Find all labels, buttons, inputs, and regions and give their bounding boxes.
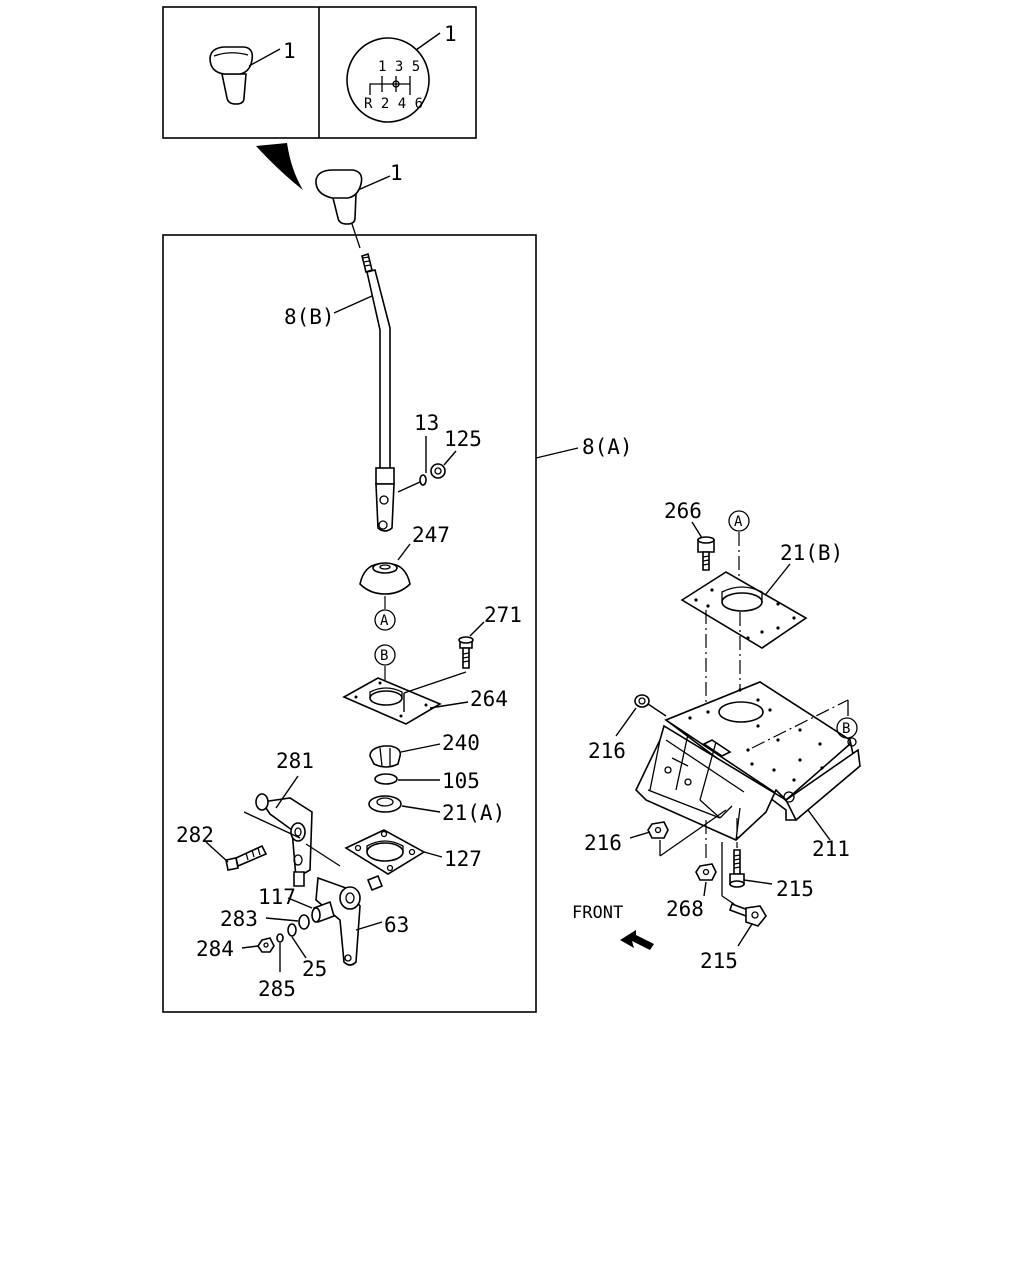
reference-a-upper xyxy=(728,510,750,532)
shift-pattern-top-row: 1 3 5 xyxy=(378,59,420,75)
washer-25-callout: 25 xyxy=(302,957,327,981)
ring-105 xyxy=(374,773,398,785)
bolt-282-callout: 282 xyxy=(176,823,214,847)
bolt-215-lower-callout: 215 xyxy=(700,949,738,973)
reference-b-lower xyxy=(374,644,396,666)
ring-105-callout: 105 xyxy=(442,769,480,793)
nut-284-callout: 284 xyxy=(196,937,234,961)
lever-281 xyxy=(255,793,313,887)
lever-63-callout: 63 xyxy=(384,913,409,937)
retainer-21a-callout: 21(A) xyxy=(442,801,505,825)
shift-knob xyxy=(315,169,363,225)
nut-216-upper xyxy=(634,694,650,708)
plate-21b xyxy=(680,571,808,649)
inset-panel xyxy=(162,6,477,139)
seat-240 xyxy=(369,745,402,768)
shift-lever-assembly-callout: 8(A) xyxy=(582,435,633,459)
washer-25 xyxy=(287,923,297,937)
bush-117-callout: 117 xyxy=(258,885,296,909)
bolt-215-upper-callout: 215 xyxy=(776,877,814,901)
boot-callout: 247 xyxy=(412,523,450,547)
washer-283-callout: 283 xyxy=(220,907,258,931)
plate-21b-callout: 21(B) xyxy=(780,541,843,565)
retainer-21a xyxy=(368,795,402,813)
reference-a-lower-letter: A xyxy=(380,613,389,629)
pin-13 xyxy=(419,474,427,486)
nut-268 xyxy=(695,863,717,881)
bolt-271-callout: 271 xyxy=(484,603,522,627)
pin-callout: 13 xyxy=(414,411,439,435)
shift-lever xyxy=(361,252,395,532)
bolt-282 xyxy=(225,844,268,871)
reference-a-upper-letter: A xyxy=(734,514,743,530)
variant-arrow-icon xyxy=(256,143,303,190)
pin-285 xyxy=(276,933,284,943)
reference-b-right-letter: B xyxy=(842,721,850,737)
bolt-215-lower xyxy=(728,902,767,927)
nut-125-callout: 125 xyxy=(444,427,482,451)
plain-knob-illustration xyxy=(209,46,254,105)
nut-284 xyxy=(257,937,275,953)
nut-125 xyxy=(430,463,446,479)
inset-knob-callout: 1 xyxy=(283,39,296,63)
bracket-127 xyxy=(344,829,426,892)
pattern-knob-callout: 1 xyxy=(444,22,457,46)
shift-lever-assembly-frame xyxy=(162,234,537,1013)
shift-lever-upper-callout: 8(B) xyxy=(284,305,335,329)
front-arrow-icon xyxy=(620,930,654,950)
bush-117 xyxy=(311,900,335,924)
lever-281-callout: 281 xyxy=(276,749,314,773)
bracket-127-callout: 127 xyxy=(444,847,482,871)
bolt-215-upper xyxy=(729,849,745,888)
shift-pattern-knob-illustration: 1 3 5 R 2 4 6 xyxy=(346,37,430,123)
front-label: FRONT xyxy=(572,903,623,923)
nut-216-lower-callout: 216 xyxy=(584,831,622,855)
washer-283 xyxy=(298,914,310,930)
nut-216-upper-callout: 216 xyxy=(588,739,626,763)
bolt-266 xyxy=(697,536,715,571)
base-211-callout: 211 xyxy=(812,837,850,861)
pin-285-callout: 285 xyxy=(258,977,296,1001)
knob-callout: 1 xyxy=(390,161,403,185)
reference-a-lower xyxy=(374,609,396,631)
nut-268-callout: 268 xyxy=(666,897,704,921)
seat-240-callout: 240 xyxy=(442,731,480,755)
bolt-271 xyxy=(458,636,474,669)
boot-247 xyxy=(359,562,411,595)
reference-b-lower-letter: B xyxy=(380,648,388,664)
lever-63 xyxy=(315,876,361,966)
shift-pattern-bottom-row: R 2 4 6 xyxy=(364,96,423,112)
base-211 xyxy=(635,681,861,841)
nut-216-lower xyxy=(647,821,669,839)
plate-264 xyxy=(342,677,442,725)
plate-264-callout: 264 xyxy=(470,687,508,711)
reference-b-right xyxy=(836,717,858,739)
bolt-266-callout: 266 xyxy=(664,499,702,523)
